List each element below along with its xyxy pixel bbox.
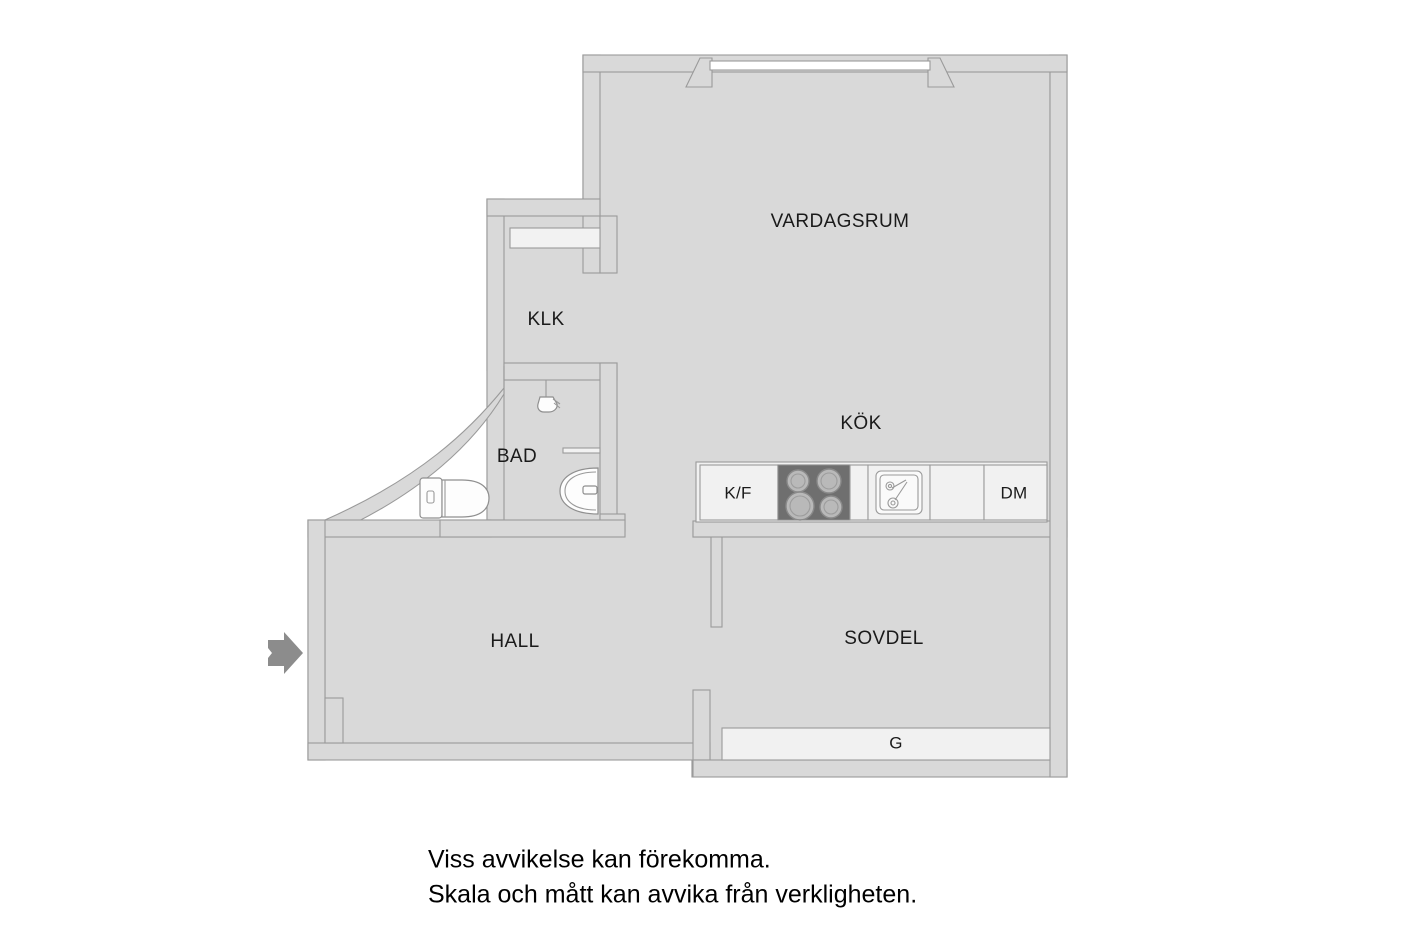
counter-segment-right bbox=[929, 464, 985, 521]
burner-front-right-ring bbox=[823, 499, 839, 515]
kitchen-counter: K/F DM bbox=[695, 461, 1048, 523]
caption-line-1: Viss avvikelse kan förekomma. bbox=[428, 846, 771, 874]
sink-spout bbox=[891, 479, 907, 489]
window-pane bbox=[709, 60, 931, 71]
wall-hall-sovdel-lower bbox=[692, 689, 711, 761]
wall-klk-right-upper bbox=[599, 215, 618, 274]
wall-bad-hall-divider bbox=[439, 519, 626, 538]
toilet-flush-plate bbox=[426, 490, 435, 504]
toilet-cistern bbox=[419, 477, 443, 519]
burner-back-left bbox=[786, 469, 810, 493]
wall-hall-west bbox=[307, 519, 326, 761]
wardrobe-label: G bbox=[889, 733, 903, 752]
window-reveal-right bbox=[927, 57, 955, 88]
fridge-freezer-label: K/F bbox=[724, 483, 751, 502]
washbasin-inner bbox=[564, 471, 597, 511]
fridge-freezer-unit[interactable] bbox=[699, 464, 779, 521]
burner-front-right bbox=[819, 495, 843, 519]
wall-kitchen-sovdel-partition bbox=[710, 530, 723, 628]
wall-kitchen-sovdel bbox=[692, 520, 1068, 538]
wall-klk-top bbox=[486, 198, 601, 217]
room-label-kok: KÖK bbox=[840, 413, 881, 434]
wall-klk-bad-west bbox=[486, 198, 505, 521]
wall-sovdel-bottom bbox=[692, 759, 1068, 778]
exterior-wall-outline bbox=[307, 54, 1068, 778]
disclaimer-caption: Viss avvikelse kan förekomma. Skala och … bbox=[428, 846, 917, 909]
wall-hall-bottom bbox=[307, 742, 711, 761]
room-label-sovdel: SOVDEL bbox=[844, 628, 924, 649]
wardrobe-unit[interactable] bbox=[721, 727, 1051, 761]
klk-shelf bbox=[509, 227, 601, 249]
burner-back-right-ring bbox=[820, 472, 838, 490]
wall-structure bbox=[307, 54, 1068, 778]
dishwasher-label: DM bbox=[1000, 483, 1027, 502]
room-label-klk: KLK bbox=[527, 309, 564, 330]
room-label-hall: HALL bbox=[490, 631, 539, 652]
dishwasher-unit[interactable] bbox=[983, 464, 1048, 521]
entrance-marker bbox=[268, 632, 303, 674]
sink-basin-outer bbox=[875, 470, 923, 515]
wall-bad-east bbox=[599, 362, 618, 532]
caption-line-2: Skala och mått kan avvika från verklighe… bbox=[428, 881, 917, 909]
room-label-bad: BAD bbox=[497, 446, 537, 467]
bathroom-shelf bbox=[562, 447, 601, 454]
window-north bbox=[685, 57, 955, 88]
klk-shelving bbox=[509, 227, 601, 249]
burner-back-left-ring bbox=[790, 473, 806, 489]
wall-hall-bottom-left-jog bbox=[324, 697, 344, 744]
sink-drain-center bbox=[890, 500, 896, 506]
sovdel-wardrobe: G bbox=[721, 727, 1051, 761]
sink-tap-rosette bbox=[885, 481, 895, 491]
sink-tap-center bbox=[887, 483, 893, 489]
sink-basin-inner bbox=[879, 474, 919, 511]
wall-east-exterior bbox=[1049, 54, 1068, 778]
toilet-bowl bbox=[441, 479, 490, 518]
bathroom-fixtures bbox=[419, 380, 601, 519]
washbasin-tap bbox=[582, 485, 598, 495]
burner-front-left-ring bbox=[789, 495, 811, 517]
room-labels: VARDAGSRUM KLK BAD KÖK HALL SOVDEL bbox=[490, 211, 923, 652]
sink-spout-arm bbox=[894, 481, 908, 501]
counter-segment-left bbox=[849, 464, 869, 521]
entrance-arrow-icon bbox=[268, 632, 303, 674]
shower-spray bbox=[552, 398, 561, 409]
room-label-vardagsrum: VARDAGSRUM bbox=[771, 211, 910, 232]
window-reveal-left bbox=[685, 57, 713, 88]
sink-drain bbox=[887, 497, 899, 509]
